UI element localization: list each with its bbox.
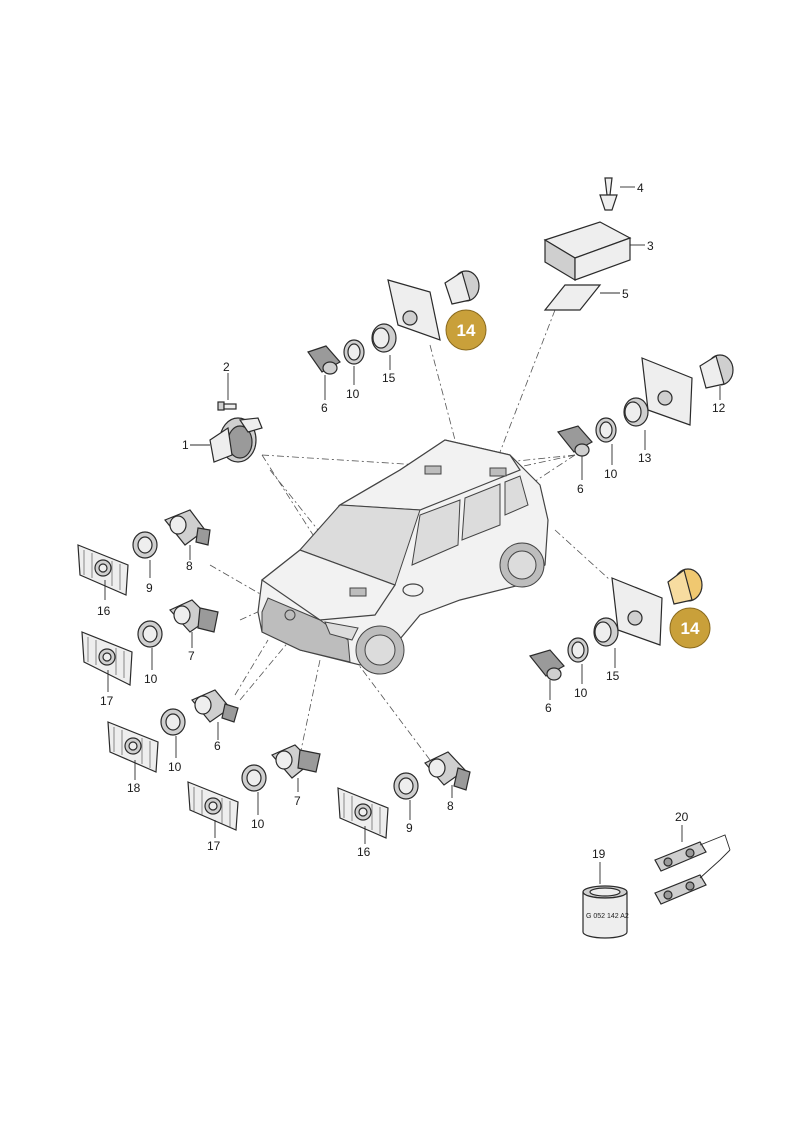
callout-4: 4	[637, 181, 644, 195]
callout-7: 7	[188, 649, 195, 663]
callout-17: 17	[207, 839, 221, 853]
part-control-unit	[543, 177, 645, 311]
rear-lower-sensor-group	[528, 568, 703, 700]
callout-7: 7	[294, 794, 301, 808]
rear-upper-sensor-group	[556, 354, 734, 480]
callout-15: 15	[382, 371, 396, 385]
callout-10: 10	[144, 672, 158, 686]
callout-8: 8	[447, 799, 454, 813]
badge-right: 14	[669, 607, 711, 649]
part-adhesive-roll	[582, 862, 628, 939]
part-buzzer	[190, 417, 263, 463]
callout-10: 10	[574, 686, 588, 700]
callout-10: 10	[604, 467, 618, 481]
callout-2: 2	[223, 360, 230, 374]
callout-15: 15	[606, 669, 620, 683]
callout-numbers: 1 2 3 4 5 6 10 15 12 6 10 13 16 9 8 17 1…	[97, 181, 726, 861]
callout-6: 6	[577, 482, 584, 496]
front-sensor-group-3	[107, 689, 239, 780]
callout-6: 6	[321, 401, 328, 415]
callout-6: 6	[545, 701, 552, 715]
callout-12: 12	[712, 401, 726, 415]
badge-top: 14	[445, 309, 487, 351]
top-sensor-group	[307, 270, 480, 400]
callout-1: 1	[182, 438, 189, 452]
front-sensor-group-2	[81, 599, 219, 692]
badge-top-label: 14	[457, 321, 476, 340]
roll-label: G 052 142 A2	[586, 913, 629, 920]
front-sensor-group-5	[337, 751, 471, 844]
callout-16: 16	[97, 604, 111, 618]
callout-10: 10	[168, 760, 182, 774]
car-illustration	[257, 439, 549, 675]
callout-6: 6	[214, 739, 221, 753]
callout-9: 9	[406, 821, 413, 835]
badge-right-label: 14	[681, 619, 700, 638]
part-screw	[217, 373, 237, 411]
callout-10: 10	[346, 387, 360, 401]
callout-3: 3	[647, 239, 654, 253]
callout-8: 8	[186, 559, 193, 573]
callout-19: 19	[592, 847, 606, 861]
callout-5: 5	[622, 287, 629, 301]
callout-20: 20	[675, 810, 689, 824]
callout-13: 13	[638, 451, 652, 465]
callout-16: 16	[357, 845, 371, 859]
front-sensor-group-4	[187, 744, 321, 838]
callout-18: 18	[127, 781, 141, 795]
part-sensor-leads	[654, 825, 731, 905]
front-sensor-group-1	[77, 509, 211, 600]
callout-17: 17	[100, 694, 114, 708]
callout-9: 9	[146, 581, 153, 595]
callout-10: 10	[251, 817, 265, 831]
